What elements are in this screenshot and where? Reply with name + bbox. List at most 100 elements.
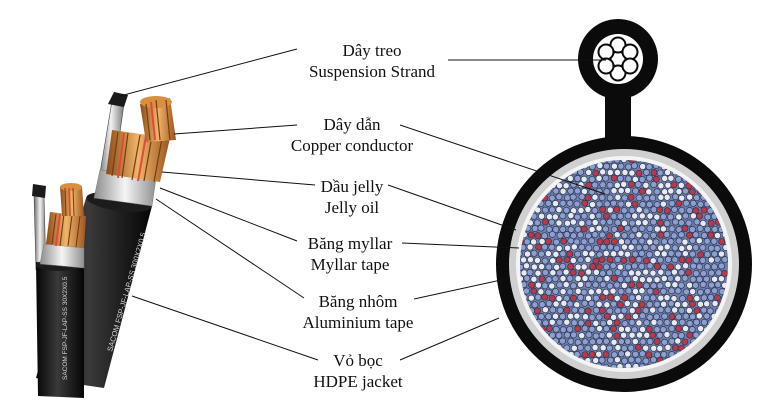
conductor-pair [631,212,639,220]
conductor-pair [555,256,563,264]
conductor-pair [656,319,664,327]
conductor-pair [534,281,542,289]
conductor-pair [577,344,584,352]
conductor-pair [610,300,618,308]
conductor-pair [688,226,696,233]
conductor-pair [606,206,614,214]
conductor-pair [534,293,542,301]
conductor-pair [643,168,650,176]
conductor-pair [668,325,676,332]
conductor-pair [556,231,564,239]
conductor-pair [624,263,632,271]
conductor-pair [679,295,686,303]
conductor-pair [548,218,556,226]
conductor-pair [686,294,694,302]
conductor-pair [541,232,549,240]
conductor-pair [610,338,618,346]
leader-hdpe-jacket-left [131,295,319,361]
conductor-pair [677,281,685,289]
conductor-pair [668,200,676,207]
conductor-pair [562,268,570,276]
conductor-pair [646,313,654,321]
conductor-pair [660,300,668,308]
conductor-pair [682,262,690,270]
conductor-pair [664,306,672,314]
conductor-pair [552,200,559,207]
conductor-pair [542,319,550,327]
conductor-pair [591,181,599,189]
conductor-pair [613,294,621,302]
conductor-pair [617,312,625,320]
conductor-pair [530,249,538,257]
conductor-pair [581,351,589,359]
conductor-pair [527,256,534,264]
conductor-pair [674,250,682,258]
conductor-pair [552,287,560,295]
conductor-pair [534,269,542,277]
conductor-pair [606,194,614,202]
conductor-pair [603,162,610,170]
conductor-pair [566,300,574,308]
conductor-pair [574,187,581,195]
conductor-pair [625,163,632,171]
conductor-pair [538,263,546,271]
conductor-pair [645,200,653,208]
conductor-pair [588,325,596,333]
label-hdpe-jacket: Vỏ bọc HDPE jacket [248,350,468,392]
conductor-pair [681,274,689,282]
conductor-pair [578,307,586,315]
conductor-pair [638,276,646,284]
conductor-pair [564,219,571,227]
conductor-pair [663,231,671,238]
conductor-pair [628,232,636,240]
conductor-pair [708,269,715,277]
conductor-pair [552,300,560,308]
conductor-pair [660,250,668,258]
conductor-pair [555,295,563,303]
conductor-pair [541,269,549,276]
conductor-pair [556,306,564,314]
conductor-pair [711,225,719,233]
conductor-pair [599,281,607,289]
conductor-pair [682,187,689,195]
conductor-pair [663,294,671,302]
conductor-pair [569,269,577,276]
conductor-pair [634,306,642,314]
conductor-pair [650,231,657,239]
conductor-pair [663,319,671,326]
conductor-pair [589,338,597,346]
conductor-pair [573,200,581,208]
leader-myllar-tape-left [159,187,298,242]
conductor-pair [533,256,541,264]
conductor-pair [682,199,690,207]
conductor-pair [686,320,694,327]
conductor-pair [570,294,577,302]
conductor-pair [711,300,719,307]
leader-hdpe-jacket-right [399,317,500,361]
conductor-pair [646,287,654,295]
conductor-pair [617,350,625,358]
conductor-pair [531,225,539,232]
conductor-pair [710,263,718,271]
conductor-pair [610,162,618,170]
conductor-pair [639,201,647,208]
conductor-pair [630,162,638,170]
leader-lines [119,48,606,361]
conductor-pair [642,207,650,215]
conductor-pair [692,256,700,264]
conductor-pair [555,206,563,214]
conductor-pair [660,287,667,295]
conductor-pair [578,243,586,251]
conductor-pair [661,174,669,182]
conductor-pair [527,231,535,239]
conductor-pair [628,318,636,326]
conductor-pair [635,294,643,302]
conductor-pair [635,169,643,177]
conductor-pair [707,293,715,301]
conductor-pair [599,243,607,251]
conductor-pair [584,206,592,213]
conductor-pair [595,300,603,308]
conductor-pair [548,282,556,290]
conductor-pair [668,287,676,295]
conductor-pair [621,194,629,202]
